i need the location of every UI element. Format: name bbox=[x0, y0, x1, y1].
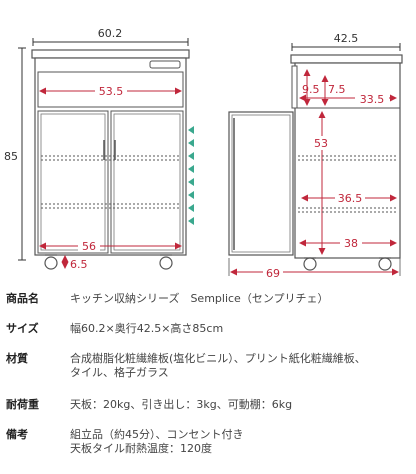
bottom-depth-label: 38 bbox=[344, 237, 358, 250]
spec-label: サイズ bbox=[6, 322, 39, 335]
front-caster-right bbox=[159, 256, 173, 270]
dimension-diagram: 60.2 85 53.5 bbox=[4, 27, 403, 280]
drawer-height-label: 9.5 bbox=[302, 83, 320, 96]
spec-value-line: 幅60.2×奥行42.5×高さ85cm bbox=[70, 322, 224, 335]
front-view: 60.2 85 53.5 bbox=[4, 27, 194, 271]
open-glass-door bbox=[228, 111, 294, 256]
left-glass-door bbox=[37, 110, 109, 254]
drawer-inner-height-label: 7.5 bbox=[328, 83, 346, 96]
spec-label: 耐荷重 bbox=[6, 398, 39, 411]
spec-label: 商品名 bbox=[6, 292, 39, 305]
spec-value-line: 天板タイル耐熱温度：120度 bbox=[70, 442, 212, 455]
spec-label: 備考 bbox=[6, 428, 28, 441]
top-board bbox=[31, 49, 190, 59]
side-top-board bbox=[290, 54, 403, 64]
spec-value-line: 合成樹脂化粧繊維板(塩化ビニル）、プリント紙化粧繊維板、 bbox=[70, 352, 366, 365]
spec-value-line: 天板：20kg、引き出し：3kg、可動棚：6kg bbox=[70, 398, 293, 411]
spec-label: 材質 bbox=[6, 352, 28, 365]
side-caster-front bbox=[303, 257, 317, 271]
front-width-label: 60.2 bbox=[98, 27, 123, 40]
drawer-depth-label: 33.5 bbox=[360, 93, 385, 106]
door-width-label: 56 bbox=[82, 240, 96, 253]
outlet bbox=[149, 60, 181, 69]
cabinet-height-label: 53 bbox=[314, 137, 328, 150]
spec-value: 合成樹脂化粧繊維板(塩化ビニル）、プリント紙化粧繊維板、 タイル、格子ガラス bbox=[70, 352, 410, 380]
front-height-label: 85 bbox=[4, 150, 18, 163]
leg-height-label: 6.5 bbox=[70, 258, 88, 271]
spec-value-line: タイル、格子ガラス bbox=[70, 366, 169, 379]
spec-value: キッチン収納シリーズ Semplice（センプリチェ） bbox=[70, 292, 410, 306]
drawer-width-label: 53.5 bbox=[99, 85, 124, 98]
spec-value-line: 組立品（約45分）、コンセント付き bbox=[70, 428, 244, 441]
front-caster-left bbox=[44, 256, 58, 270]
spec-value: 組立品（約45分）、コンセント付き 天板タイル耐熱温度：120度 bbox=[70, 428, 410, 456]
shelf-position-arrows bbox=[188, 126, 194, 225]
side-caster-back bbox=[378, 257, 392, 271]
right-glass-door bbox=[110, 110, 184, 254]
spec-value-line: キッチン収納シリーズ Semplice（センプリチェ） bbox=[70, 292, 329, 305]
shelf-depth-label: 36.5 bbox=[338, 192, 363, 205]
side-view: 42.5 9.5 7.5 33.5 53 bbox=[228, 32, 403, 280]
open-depth-label: 69 bbox=[266, 267, 280, 280]
spec-value: 幅60.2×奥行42.5×高さ85cm bbox=[70, 322, 410, 336]
side-depth-label: 42.5 bbox=[334, 32, 359, 45]
spec-value: 天板：20kg、引き出し：3kg、可動棚：6kg bbox=[70, 398, 410, 412]
